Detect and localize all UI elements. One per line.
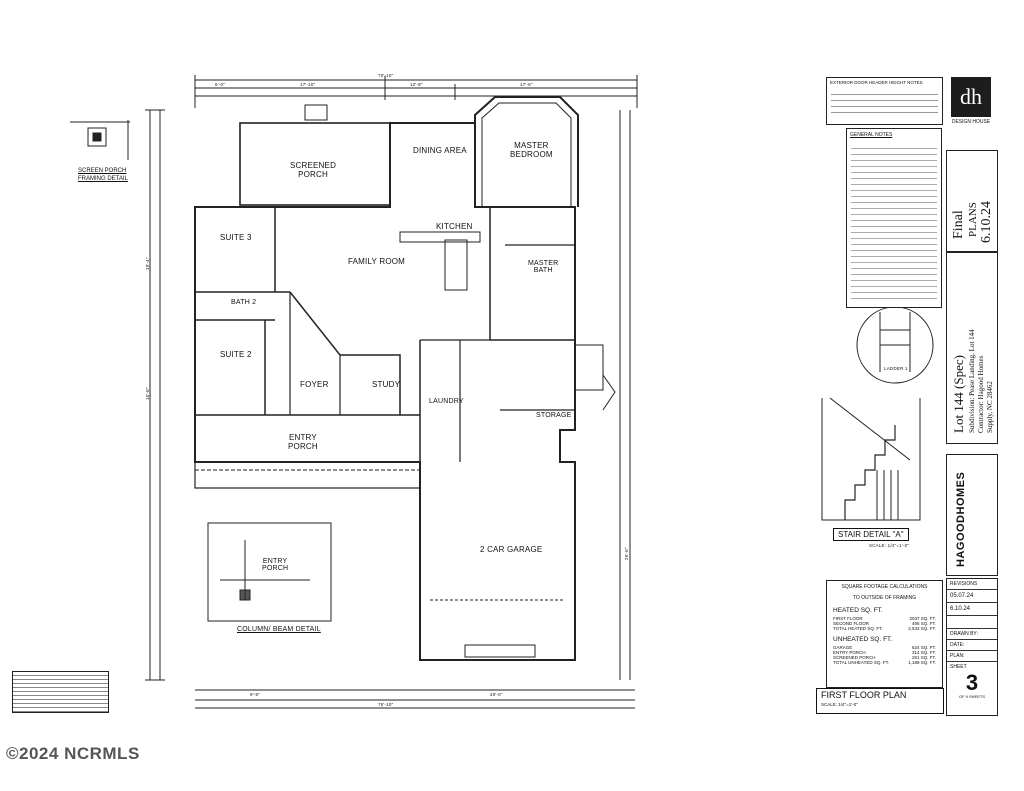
sqft-label: SCREENED PORCH [833,655,876,660]
side-city: Supply, NC 28462 [986,381,994,433]
dim-right-1: 25'-6" [624,547,629,560]
sqft-value: 2,532 SQ. FT. [908,626,936,631]
sqft-label: TOTAL UNHEATED SQ. FT. [833,660,890,665]
of-sheets: OF 9 SHEETS [958,694,985,699]
sqft-value: 1,189 SQ. FT. [908,660,936,665]
screen-porch-detail-title-text: SCREEN PORCH FRAMING DETAIL [78,168,128,182]
ncrmls-watermark: ©2024 NCRMLS [6,744,140,763]
revisions-label: REVISIONS [947,579,997,590]
room-garage: 2 CAR GARAGE [480,545,543,554]
plan-label: PLAN: [947,651,997,662]
dim-top-2: 17'-10" [300,82,316,87]
logo-monogram: dh [960,84,982,109]
sheet-label: SHEET [950,664,967,670]
screen-porch-detail-title: SCREEN PORCH FRAMING DETAIL [78,168,138,192]
side-builder: HAGOODHOMES [955,471,967,567]
dim-left-1: 19'-4" [145,257,150,270]
sqft-label: ENTRY PORCH [833,650,866,655]
room-master-bath: MASTER BATH [528,260,559,274]
revision-1: 05.07.24 [947,590,997,603]
side-lot: Lot 144 (Spec) [951,355,966,433]
ladder-label: LADDER 1 [884,366,908,371]
dim-top-3: 12'-8" [410,82,423,87]
sqft-heated-row: TOTAL HEATED SQ. FT. 2,532 SQ. FT. [827,626,942,631]
side-plans-label: PLANS [967,202,979,237]
room-laundry: LAUNDRY [429,398,464,405]
general-notes-title: GENERAL NOTES [850,132,893,138]
sqft-value: 314 SQ. FT. [911,650,936,655]
first-floor-plan-text: FIRST FLOOR PLAN [821,690,907,700]
room-foyer: FOYER [300,380,329,389]
sqft-heated-row: SECOND FLOOR 495 SQ. FT. [827,621,942,626]
sqft-label: FIRST FLOOR [833,616,863,621]
date-label: DATE: [947,640,997,651]
dim-top-4: 17'-6" [520,82,533,87]
sqft-subtitle: TO OUTSIDE OF FRAMING [852,595,917,601]
room-entry-porch: ENTRY PORCH [288,433,318,451]
column-detail-entry-porch: ENTRY PORCH [262,558,289,572]
revision-blank [947,616,997,629]
disclaimer-box [12,671,109,713]
room-bath-2: BATH 2 [231,299,257,306]
room-suite-3: SUITE 3 [220,233,252,242]
first-floor-plan-title: FIRST FLOOR PLAN SCALE: 1/4"=1'-0" [816,688,944,714]
exterior-door-header-title: EXTERIOR DOOR HEADER HEIGHT NOTES [830,80,923,85]
side-final-label: Final [951,210,966,239]
square-footage-box: SQUARE FOOTAGE CALCULATIONS TO OUTSIDE O… [826,580,943,688]
column-beam-detail-title: COLUMN/ BEAM DETAIL [237,626,321,633]
dim-bottom-1: 9'-8" [250,692,260,697]
side-subdivision: Subdivision: Pease Landing, Lot 144 [968,329,976,433]
side-contractor: Contractor: Hagood Homes [977,355,985,433]
sqft-unheated-row: GARAGE 624 SQ. FT. [827,645,942,650]
room-storage: STORAGE [536,412,572,419]
sqft-value: 624 SQ. FT. [911,645,936,650]
sheet-number: 3 [965,670,979,695]
sqft-label: GARAGE [833,645,853,650]
side-panel-builder: HAGOODHOMES [946,454,998,576]
revision-2: 6.10.24 [947,603,997,616]
stair-detail-title-text: STAIR DETAIL "A" [838,530,904,539]
dim-left-2: 15'-6" [145,387,150,400]
sqft-value: 495 SQ. FT. [911,621,936,626]
room-study: STUDY [372,380,401,389]
dim-overall-bottom: 75'-10" [378,702,394,707]
sqft-unheated-row: ENTRY PORCH 314 SQ. FT. [827,650,942,655]
sqft-heated-title: HEATED SQ. FT. [833,607,883,614]
sqft-unheated-title: UNHEATED SQ. FT. [833,636,893,643]
sqft-value: 2037 SQ. FT. [909,616,936,621]
drawn-by-label: DRAWN BY: [947,629,997,640]
side-date-label: 6.10.24 [979,201,994,243]
dim-bottom-2: 20'-0" [490,692,503,697]
dim-overall-top: 70'-10" [378,73,394,78]
sqft-value: 251 SQ. FT. [911,655,936,660]
general-notes-box: GENERAL NOTES [846,128,942,308]
sqft-label: SECOND FLOOR [833,621,870,626]
room-suite-2: SUITE 2 [220,350,252,359]
sqft-label: TOTAL HEATED SQ. FT. [833,626,883,631]
room-dining-area: DINING AREA [413,146,467,155]
room-screened-porch: SCREENED PORCH [290,161,337,179]
room-kitchen: KITCHEN [436,222,473,231]
side-panel-lot-info: Lot 144 (Spec) Subdivision: Pease Landin… [946,252,998,444]
side-panel-final-plans: Final PLANS 6.10.24 [946,150,998,252]
stair-detail-scale: SCALE: 1/4"=1'-0" [869,543,910,548]
general-notes-lines [851,143,937,301]
logo-name: DESIGN HOUSE [951,119,991,125]
design-house-logo: dh DESIGN HOUSE [946,77,996,147]
dim-top-1: 6'-0" [215,82,225,87]
logo-mark: dh [951,77,991,117]
stair-detail-title: STAIR DETAIL "A" [833,528,909,541]
first-floor-plan-scale: SCALE: 1/4"=1'-0" [821,702,858,707]
room-family-room: FAMILY ROOM [348,257,406,266]
room-master-bedroom: MASTER BEDROOM [510,141,553,159]
sqft-unheated-row: SCREENED PORCH 251 SQ. FT. [827,655,942,660]
sqft-title: SQUARE FOOTAGE CALCULATIONS [841,584,928,590]
sheet-info-block: REVISIONS 05.07.24 6.10.24 DRAWN BY: DAT… [946,578,998,716]
exterior-door-header-notes: EXTERIOR DOOR HEADER HEIGHT NOTES [826,77,943,125]
sqft-unheated-row: TOTAL UNHEATED SQ. FT. 1,189 SQ. FT. [827,660,942,665]
sqft-heated-row: FIRST FLOOR 2037 SQ. FT. [827,616,942,621]
exterior-door-header-lines [831,89,938,117]
